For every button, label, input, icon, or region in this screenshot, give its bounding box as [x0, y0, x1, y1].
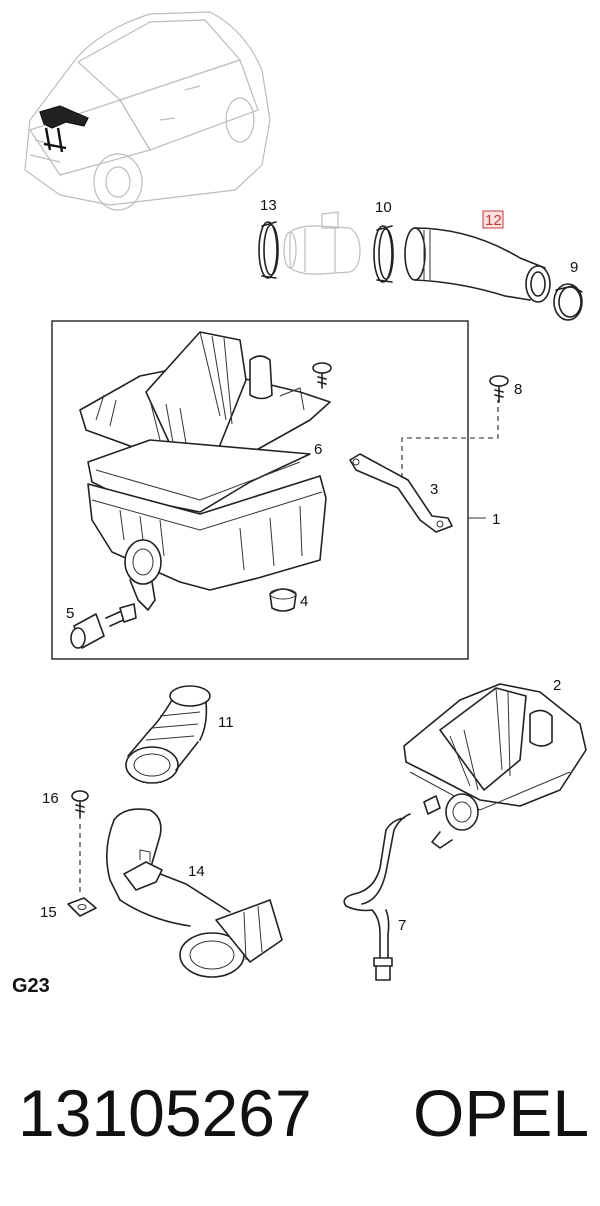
- callout-6: 6: [314, 441, 322, 458]
- screw-16-illustration: [71, 790, 89, 892]
- callout-5: 5: [66, 605, 74, 622]
- clamp-13-illustration: [258, 221, 279, 279]
- air-cleaner-assembly-2-illustration: [403, 683, 587, 849]
- callout-1: 1: [492, 511, 500, 528]
- callout-12: 12: [485, 212, 502, 229]
- sleeve-5-illustration: [70, 603, 137, 649]
- car-overview-illustration: [24, 11, 271, 211]
- callout-2: 2: [553, 677, 561, 694]
- bracket-3-illustration: [349, 400, 499, 533]
- grommet-4-illustration: [269, 588, 297, 612]
- callout-12-highlight-box: [482, 210, 504, 229]
- air-cleaner-housing-illustration: [87, 475, 327, 611]
- callout-15: 15: [40, 904, 57, 921]
- screw-8-illustration: [489, 375, 509, 403]
- clip-15-illustration: [67, 897, 97, 917]
- intake-hose-11-illustration: [125, 685, 211, 784]
- part-number: 13105267: [18, 1076, 312, 1150]
- brand-name: OPEL: [413, 1076, 589, 1150]
- screw-top-illustration: [312, 362, 332, 389]
- callout-9: 9: [570, 259, 578, 276]
- group-code: G23: [12, 975, 50, 997]
- assembly-1-frame: [51, 320, 469, 660]
- clamp-10-illustration: [373, 225, 394, 283]
- callout-16: 16: [42, 790, 59, 807]
- callout-8: 8: [514, 381, 522, 398]
- callout-14: 14: [188, 863, 205, 880]
- intake-duct-14-illustration: [106, 808, 283, 978]
- filter-element-illustration: [87, 439, 311, 513]
- callout-13: 13: [260, 197, 277, 214]
- mass-airflow-duct-illustration: [283, 211, 361, 275]
- clamp-9-illustration: [553, 283, 583, 321]
- breather-hose-7-illustration: [343, 813, 411, 981]
- callout-7: 7: [398, 917, 406, 934]
- callout-11: 11: [218, 714, 234, 731]
- intake-hose-12-illustration: [404, 227, 551, 303]
- callout-3: 3: [430, 481, 438, 498]
- callout-4: 4: [300, 593, 308, 610]
- callout-10: 10: [375, 199, 392, 216]
